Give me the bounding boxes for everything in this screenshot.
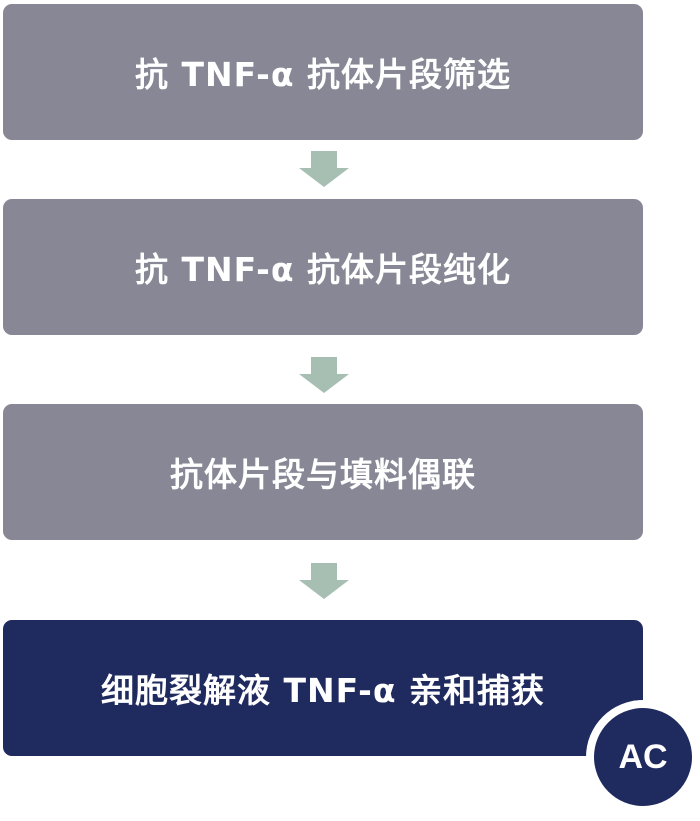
ac-badge: AC — [586, 700, 700, 814]
step-1-label: 抗 TNF-α 抗体片段筛选 — [134, 55, 511, 94]
step-1-box: 抗 TNF-α 抗体片段筛选 — [3, 4, 643, 140]
step-4-label: 细胞裂解液 TNF-α 亲和捕获 — [100, 671, 545, 710]
step-2-box: 抗 TNF-α 抗体片段纯化 — [3, 199, 643, 335]
step-2-label: 抗 TNF-α 抗体片段纯化 — [134, 250, 511, 289]
step-4-box: 细胞裂解液 TNF-α 亲和捕获 — [3, 620, 643, 756]
step-3-label: 抗体片段与填料偶联 — [170, 455, 476, 494]
step-3-box: 抗体片段与填料偶联 — [3, 404, 643, 540]
down-arrow-icon — [299, 563, 349, 599]
ac-badge-label: AC — [594, 708, 692, 806]
down-arrow-icon — [299, 357, 349, 393]
down-arrow-icon — [299, 151, 349, 187]
